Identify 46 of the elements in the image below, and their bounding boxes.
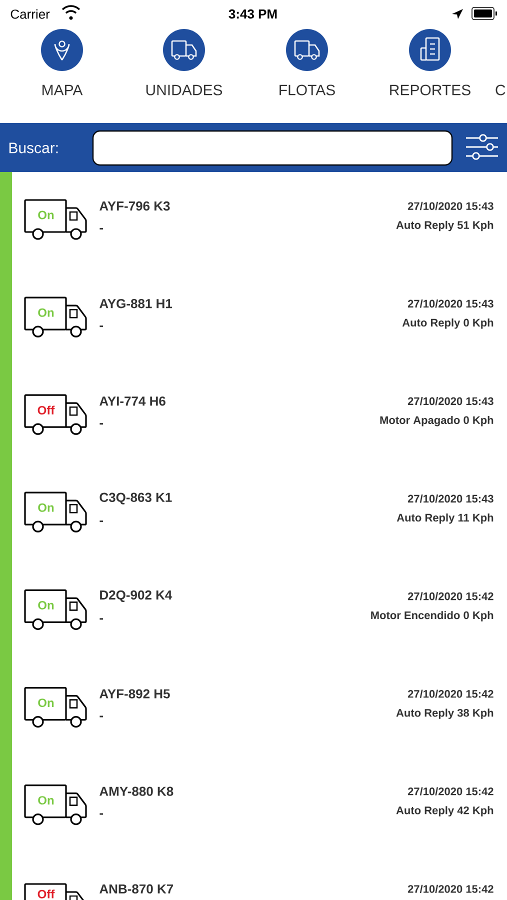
vehicle-plate: AYF-796 K3 bbox=[100, 201, 170, 211]
timestamp: 27/10/2020 15:42 bbox=[408, 690, 494, 698]
tab-label: C bbox=[496, 84, 506, 96]
status-text: On bbox=[38, 503, 54, 512]
status-text: On bbox=[38, 698, 54, 708]
status-text: On bbox=[38, 308, 54, 317]
status-text: On bbox=[38, 600, 54, 610]
timestamp: 27/10/2020 15:42 bbox=[408, 884, 494, 893]
vehicle-plate: AYI-774 H6 bbox=[100, 396, 166, 406]
status-bar-time: 3:43 PM bbox=[228, 9, 277, 19]
detail-text: - bbox=[100, 520, 103, 522]
timestamp: 27/10/2020 15:43 bbox=[408, 494, 494, 503]
vehicle-plate: AMY-880 K8 bbox=[100, 786, 174, 796]
vehicle-plate: AYG-881 H1 bbox=[100, 299, 172, 308]
vehicle-plate: C3Q-863 K1 bbox=[100, 492, 172, 504]
detail-text: - bbox=[100, 813, 103, 815]
timestamp: 27/10/2020 15:42 bbox=[408, 787, 494, 796]
status-text: Off bbox=[38, 890, 55, 898]
status-text: Off bbox=[38, 406, 55, 414]
search-label: Buscar: bbox=[9, 142, 58, 154]
status-bar-text: Carrier bbox=[10, 9, 50, 19]
timestamp: 27/10/2020 15:42 bbox=[408, 592, 494, 600]
timestamp: 27/10/2020 15:43 bbox=[408, 397, 494, 406]
speed-status: Auto Reply 51 Kph bbox=[396, 220, 494, 232]
detail-text: - bbox=[100, 716, 103, 718]
detail-text: - bbox=[100, 326, 103, 328]
speed-status: Auto Reply 38 Kph bbox=[396, 708, 494, 719]
detail-text: - bbox=[100, 228, 103, 230]
speed-status: Auto Reply 11 Kph bbox=[396, 513, 494, 524]
speed-status: Auto Reply 0 Kph bbox=[402, 318, 494, 329]
timestamp: 27/10/2020 15:43 bbox=[408, 202, 494, 210]
speed-status: Motor Apagado 0 Kph bbox=[380, 416, 494, 426]
tab-label: UNIDADES bbox=[146, 84, 222, 96]
detail-text: - bbox=[100, 423, 103, 425]
speed-status: Motor Encendido 0 Kph bbox=[371, 611, 494, 622]
tab-label: FLOTAS bbox=[280, 84, 335, 96]
detail-text: - bbox=[100, 618, 103, 620]
tab-label: MAPA bbox=[42, 84, 83, 96]
tab-label: REPORTES bbox=[390, 84, 470, 96]
status-text: On bbox=[38, 796, 54, 805]
status-text: On bbox=[38, 210, 54, 220]
vehicle-plate: ANB-870 K7 bbox=[100, 884, 174, 894]
timestamp: 27/10/2020 15:43 bbox=[408, 300, 494, 308]
vehicle-plate: AYF-892 H5 bbox=[100, 689, 170, 698]
vehicle-plate: D2Q-902 K4 bbox=[100, 590, 172, 602]
speed-status: Auto Reply 42 Kph bbox=[396, 806, 494, 816]
